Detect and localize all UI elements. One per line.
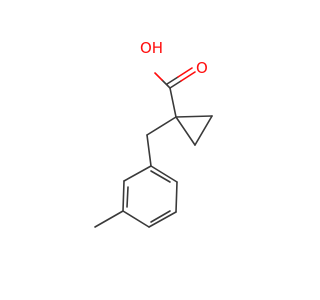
carboxylic-acid-group: OH O [140,39,208,118]
c-o-double-bond [180,71,196,82]
c-o-double-bond [177,67,193,78]
c-c-bond [146,116,177,136]
ring-bond [175,115,213,118]
hydroxyl-label: OH [140,39,163,57]
ring-bond [150,165,178,183]
c-o-bond [154,72,163,81]
c-o-bond [161,79,171,89]
cyclopropane-ring [175,115,213,146]
methyl-bond [94,210,124,228]
ring-bond [122,180,125,212]
carbonyl-oxygen-label: O [196,59,208,77]
molecule-structure: OH O [94,39,213,228]
ring-bond [123,165,152,182]
aromatic-double-bond [126,186,129,208]
ring-bond [148,211,177,228]
ring-bond [175,181,178,213]
benzene-ring [122,165,178,228]
methylene-bridge [146,116,177,167]
ring-bond [122,210,150,228]
ring-bond [175,116,196,146]
molecule-canvas: OH O [94,39,213,228]
aromatic-double-bond [150,210,171,223]
c-o-double-bond [169,80,182,89]
c-o-double-bond [166,76,179,85]
ring-bond [194,115,213,146]
c-c-bond [146,134,152,167]
c-c-bond [169,87,177,118]
aromatic-double-bond [150,170,171,183]
